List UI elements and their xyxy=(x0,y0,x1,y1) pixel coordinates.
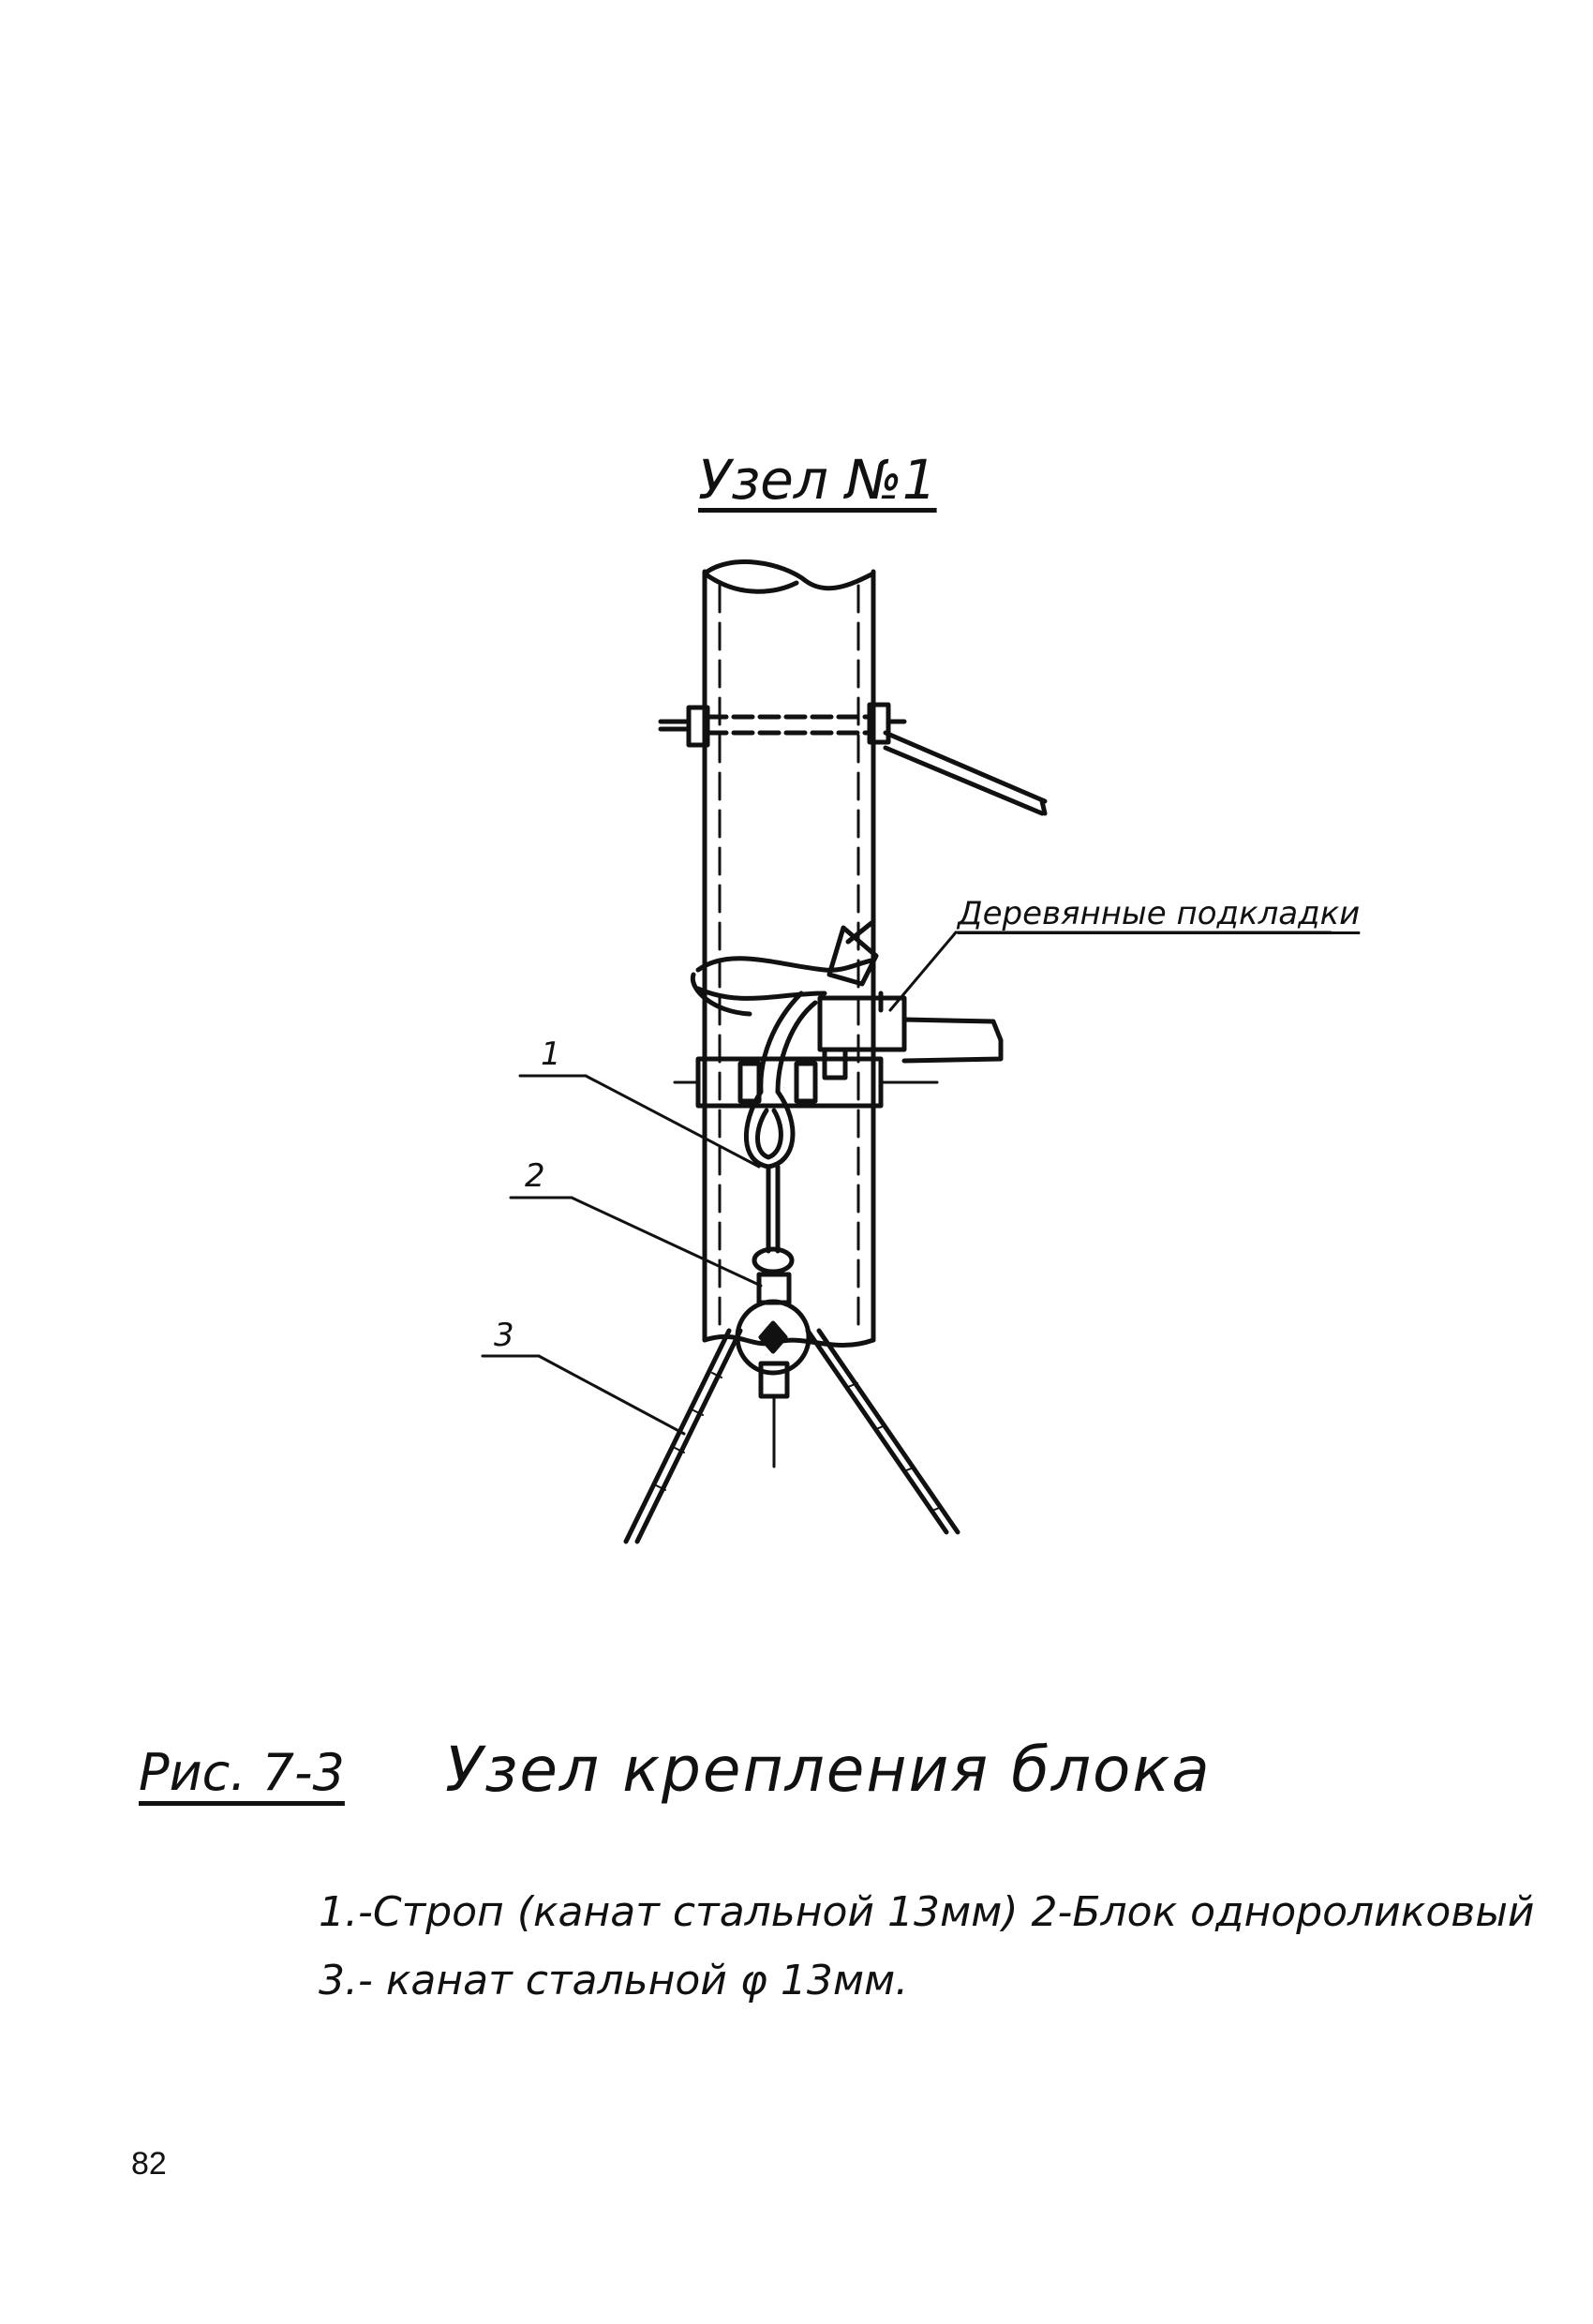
legend-line-1: 1.-Строп (канат стальной 13мм) 2-Блок од… xyxy=(319,1888,1535,1936)
assembly-title: Узел №1 xyxy=(698,448,937,512)
page-number: 82 xyxy=(131,2146,167,2182)
pole xyxy=(702,559,876,1348)
callout-1: 1 xyxy=(541,1035,561,1073)
steel-ropes xyxy=(623,1328,960,1544)
figure-label: Рис. 7-3 xyxy=(139,1743,345,1802)
upper-clamp xyxy=(658,702,1048,816)
sling-rope xyxy=(743,991,818,1169)
pole-inner-wall xyxy=(718,584,860,1333)
wooden-pads xyxy=(690,920,1004,1064)
figure-title: Узел крепления блока xyxy=(445,1734,1212,1806)
wooden-pads-label: Деревянные подкладки xyxy=(958,895,1361,932)
single-sheave-block xyxy=(735,1164,811,1468)
leader-lines xyxy=(481,931,1332,1436)
legend-line-2: 3.- канат стальной φ 13мм. xyxy=(319,1957,909,2004)
lower-clamp xyxy=(673,1047,939,1109)
callout-3: 3 xyxy=(494,1317,514,1354)
callout-2: 2 xyxy=(525,1157,545,1195)
